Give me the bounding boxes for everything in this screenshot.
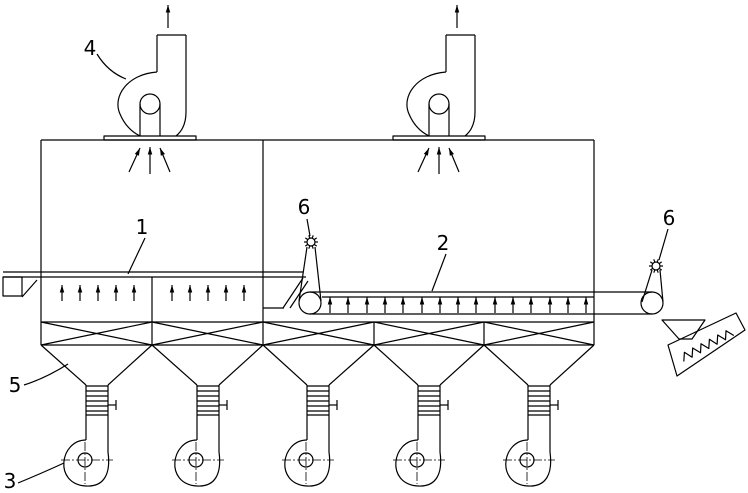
hopper-wall-left (373, 344, 419, 386)
drive-chain-right-b (659, 269, 664, 303)
feed-box (2, 276, 23, 297)
conveyor-1 (2, 271, 309, 309)
fan-volute (117, 71, 158, 137)
leader-6-right (658, 228, 669, 261)
drive-sprocket-left (304, 235, 318, 249)
hopper-unit (373, 344, 485, 487)
top-exhaust-fan-left (103, 5, 197, 174)
brace-diagonal (373, 321, 485, 346)
hopper-wall-right (328, 344, 375, 386)
hopper-unit (40, 344, 153, 487)
screw-feeder (661, 312, 746, 377)
conveyor-2-head-roller (298, 291, 322, 315)
callout-2: 2 (437, 231, 450, 255)
hopper-unit (262, 344, 375, 487)
hopper-unit (483, 344, 595, 487)
drying-housing (40, 139, 595, 346)
screw-feeder-casing (667, 312, 746, 377)
sprocket-tooth (313, 237, 318, 241)
sprocket-tooth (311, 245, 314, 249)
callout-leaders (17, 53, 669, 484)
callout-labels: 4 1 2 5 3 6 6 (4, 36, 676, 493)
leader-1 (127, 237, 146, 275)
fan-hub (428, 93, 450, 115)
suction-arrow (417, 147, 430, 173)
bottom-fan-volute (174, 439, 221, 487)
sprocket-tooth (313, 243, 318, 247)
hopper-wall-right (107, 344, 153, 386)
sprocket-tooth (656, 269, 659, 273)
callout-6-right: 6 (663, 206, 676, 230)
callout-1: 1 (136, 215, 149, 239)
leader-5 (23, 363, 69, 386)
sprocket-body (651, 261, 661, 271)
sprocket-tooth (658, 261, 663, 265)
fan-outlet-right-wall (175, 35, 187, 137)
hopper-wall-left (262, 344, 308, 386)
drive-chain-right-a (641, 269, 653, 303)
fan-hub (139, 93, 161, 115)
fan-outlet-right-wall (464, 35, 476, 137)
top-exhaust-fan-right (392, 5, 486, 174)
cross-bracing-band (40, 321, 595, 346)
feed-hopper (661, 319, 706, 340)
repeated-components (40, 235, 735, 487)
bottom-fan-volute (284, 439, 331, 487)
fan-volute (406, 71, 447, 137)
callout-3: 3 (4, 469, 17, 493)
feed-chute (21, 279, 38, 298)
hopper-wall-right (439, 344, 485, 386)
suction-arrow (128, 147, 141, 173)
screw-flight (683, 330, 735, 362)
leader-4 (96, 53, 127, 80)
leader-3 (17, 462, 65, 484)
sprocket-tooth (308, 235, 311, 239)
hopper-unit (151, 344, 264, 487)
bottom-fan-volute (505, 439, 552, 487)
drive-chain-left-a (298, 246, 308, 302)
sprocket-tooth (656, 259, 659, 263)
drive-chain-left-b (314, 246, 322, 302)
sprocket-tooth (649, 267, 654, 271)
transfer-chute-left (282, 277, 304, 309)
bottom-fan-volute (395, 439, 442, 487)
suction-arrow (159, 147, 171, 173)
callout-5: 5 (9, 373, 22, 397)
hopper-wall-right (218, 344, 264, 386)
conveyor-2 (298, 246, 664, 315)
leader-6-left (306, 218, 311, 237)
brace-diagonal (262, 321, 375, 346)
hopper-wall-left (151, 344, 198, 386)
sprocket-tooth (658, 267, 663, 271)
callout-6-left: 6 (298, 195, 311, 219)
leader-2 (431, 253, 447, 292)
drive-sprocket-right (649, 259, 663, 273)
hopper-wall-left (40, 344, 87, 386)
conveyor-1-airflow-arrows (59, 285, 247, 301)
bottom-fan-volute (63, 439, 110, 487)
conveyor-2-airflow-arrows (327, 297, 589, 313)
brace-diagonal (40, 321, 153, 346)
sprocket-body (306, 237, 316, 247)
transfer-chute-right (289, 280, 309, 309)
callout-4: 4 (84, 36, 97, 60)
sprocket-tooth (308, 245, 311, 249)
sprocket-tooth (653, 269, 656, 273)
sprocket-tooth (653, 259, 656, 263)
sprocket-tooth (311, 235, 314, 239)
sprocket-tooth (304, 237, 309, 241)
hopper-wall-left (483, 344, 529, 386)
suction-arrow (448, 147, 460, 173)
brace-diagonal (483, 321, 595, 346)
sprocket-tooth (649, 261, 654, 265)
hopper-wall-right (549, 344, 595, 386)
sprocket-tooth (304, 243, 309, 247)
brace-diagonal (151, 321, 264, 346)
